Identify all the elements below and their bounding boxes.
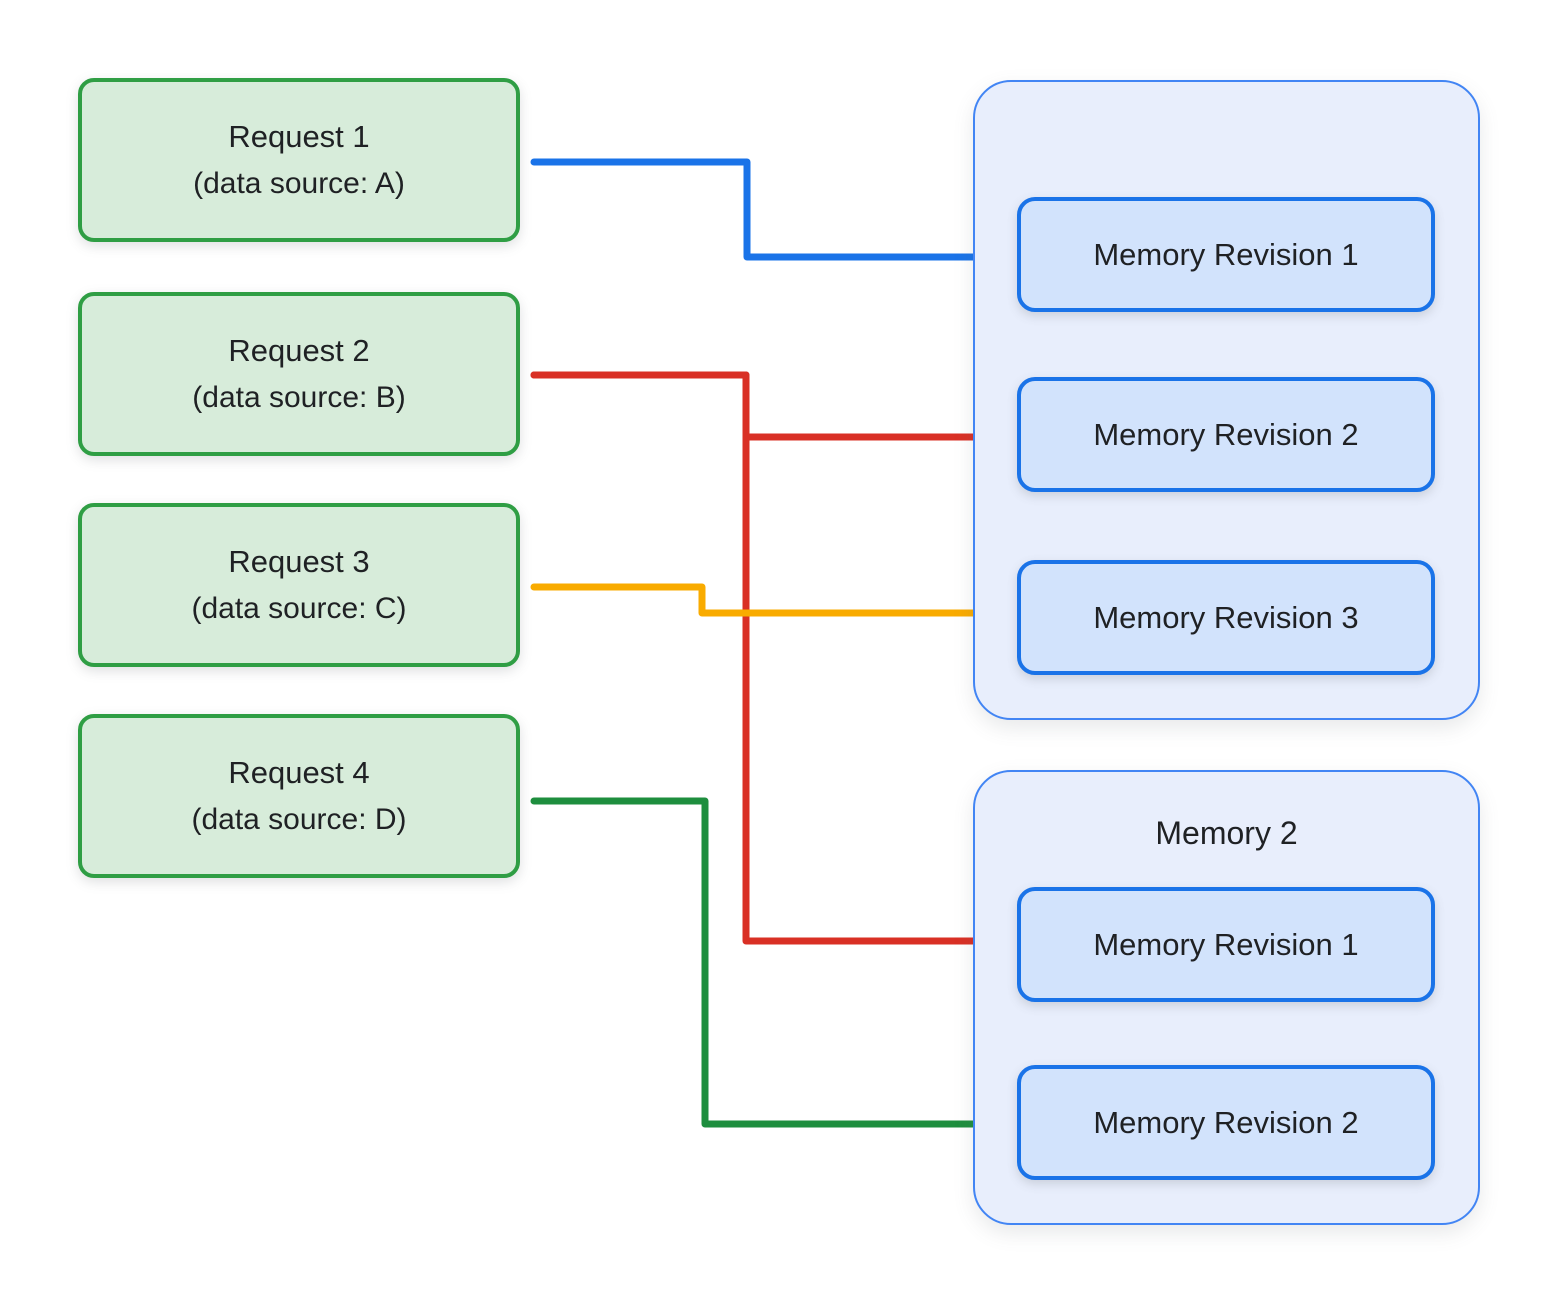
memory-1-revision-2-box: Memory Revision 2 (1017, 377, 1435, 492)
connector-request2-to-memory2-revision1 (530, 371, 1004, 955)
memory-group-title: Memory 2 (1155, 815, 1298, 851)
request-title: Request 2 (228, 333, 370, 369)
request-subtitle: (data source: D) (191, 802, 407, 836)
request-subtitle: (data source: B) (192, 380, 406, 414)
connector-request1-to-memory1-revision1 (530, 158, 1004, 271)
revision-label: Memory Revision 1 (1093, 236, 1359, 272)
connector-request2-to-memory1-revision2 (530, 371, 1004, 451)
request-subtitle: (data source: C) (191, 591, 407, 625)
revision-label: Memory Revision 2 (1093, 1104, 1359, 1140)
memory-2-revision-2-box: Memory Revision 2 (1017, 1065, 1435, 1180)
request-4-box: Request 4 (data source: D) (78, 714, 520, 878)
request-3-box: Request 3 (data source: C) (78, 503, 520, 667)
revision-label: Memory Revision 2 (1093, 416, 1359, 452)
request-title: Request 1 (228, 119, 370, 155)
memory-1-group: Memory 1 Memory Revision 1 Memory Revisi… (973, 80, 1480, 720)
memory-1-revision-3-box: Memory Revision 3 (1017, 560, 1435, 675)
request-subtitle: (data source: A) (193, 166, 405, 200)
memory-1-revision-1-box: Memory Revision 1 (1017, 197, 1435, 312)
connector-request3-to-memory1-revision3 (530, 583, 1004, 627)
memory-2-group: Memory 2 Memory Revision 1 Memory Revisi… (973, 770, 1480, 1225)
request-title: Request 3 (228, 544, 370, 580)
revision-label: Memory Revision 1 (1093, 926, 1359, 962)
revision-label: Memory Revision 3 (1093, 599, 1359, 635)
request-2-box: Request 2 (data source: B) (78, 292, 520, 456)
memory-2-revision-1-box: Memory Revision 1 (1017, 887, 1435, 1002)
request-1-box: Request 1 (data source: A) (78, 78, 520, 242)
request-title: Request 4 (228, 755, 370, 791)
connector-request4-to-memory2-revision2 (530, 797, 1004, 1138)
